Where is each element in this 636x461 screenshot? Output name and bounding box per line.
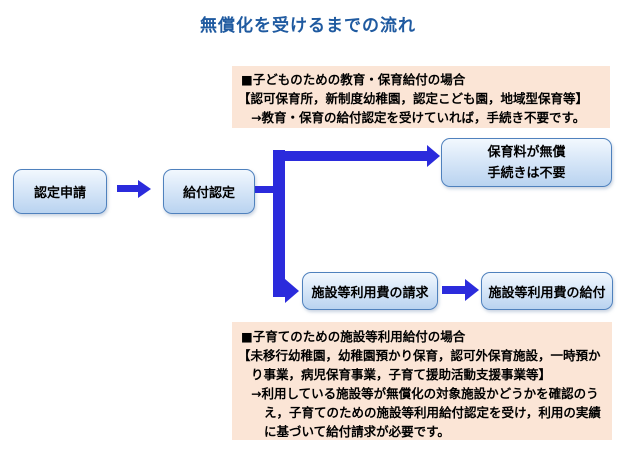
arrow-apply-to-certify-shaft bbox=[117, 185, 138, 192]
node-benefit-certification: 給付認定 bbox=[163, 169, 255, 214]
node-facility-fee-payment: 施設等利用費の給付 bbox=[481, 272, 613, 310]
node-label: 認定申請 bbox=[33, 186, 86, 201]
node-label: 給付認定 bbox=[182, 186, 235, 201]
note-line: 【未移行幼稚園，幼稚園預かり保育，認可外保育施設，一時預か bbox=[238, 348, 601, 363]
note-line: ■子どものための教育・保育給付の場合 bbox=[241, 72, 466, 87]
note-line: 【認可保育所，新制度幼稚園，認定こども園，地域型保育等】 bbox=[238, 91, 589, 106]
note-facility-use-benefit: ■子育てのための施設等利用給付の場合 【未移行幼稚園，幼稚園預かり保育，認可外保… bbox=[232, 322, 612, 440]
node-label: 施設等利用費の請求 bbox=[311, 285, 429, 301]
note-education-care-benefit: ■子どものための教育・保育給付の場合 【認可保育所，新制度幼稚園，認定こども園，… bbox=[232, 66, 610, 128]
node-label-line1: 保育料が無償 bbox=[487, 144, 566, 160]
node-label-line2: 手続きは不要 bbox=[487, 165, 566, 181]
note-line: →教育・保育の給付認定を受けていれば，手続き不要です。 bbox=[251, 110, 586, 125]
note-line: に基づいて給付請求が必要です。 bbox=[264, 424, 450, 439]
branch-vertical-connector bbox=[273, 150, 285, 297]
arrow-branch-top-shaft bbox=[273, 151, 427, 161]
note-line: り事業，病児保育事業，子育て援助活動支援事業等】 bbox=[251, 367, 552, 382]
arrow-right-icon bbox=[285, 279, 299, 303]
arrow-right-icon bbox=[465, 279, 479, 301]
node-childcare-fee-free: 保育料が無償 手続きは不要 bbox=[441, 138, 612, 187]
node-facility-fee-claim: 施設等利用費の請求 bbox=[302, 272, 438, 310]
arrow-claim-to-payment-shaft bbox=[442, 286, 465, 294]
page-title: 無償化を受けるまでの流れ bbox=[200, 16, 416, 36]
arrow-right-icon bbox=[138, 180, 151, 198]
node-label: 施設等利用費の給付 bbox=[488, 285, 606, 301]
node-certification-application: 認定申請 bbox=[13, 169, 107, 214]
note-line: ■子育てのための施設等利用給付の場合 bbox=[241, 329, 466, 344]
note-line: え，子育てのための施設等利用給付認定を受け，利用の実績 bbox=[264, 405, 601, 420]
arrow-right-icon bbox=[427, 145, 440, 167]
branch-stub-connector bbox=[255, 186, 274, 193]
note-line: →利用している施設等が無償化の対象施設かどうかを確認のう bbox=[251, 386, 599, 401]
